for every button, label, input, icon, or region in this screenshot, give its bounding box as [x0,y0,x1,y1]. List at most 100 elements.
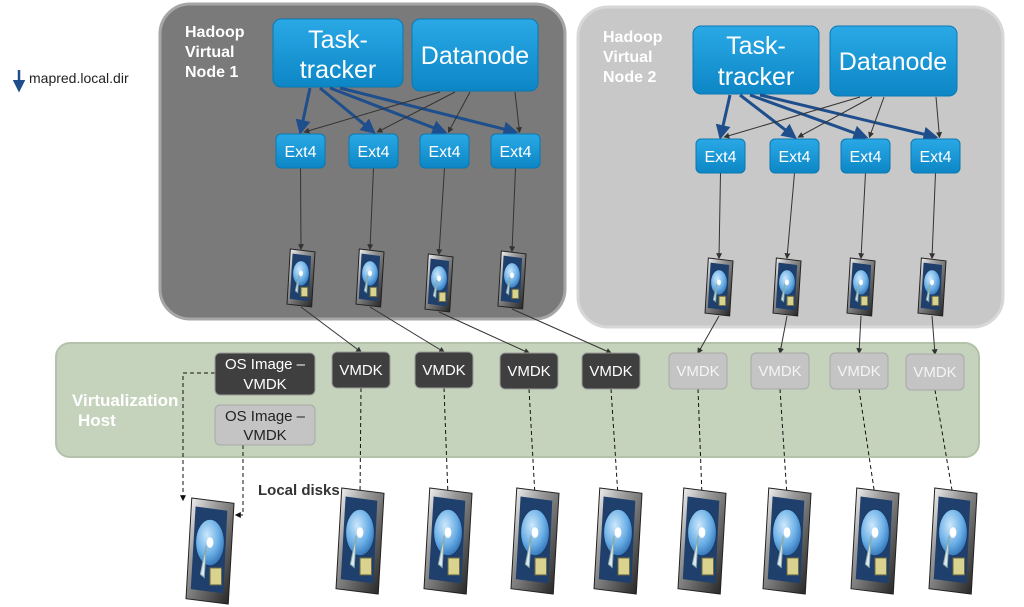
node2-ext4-4: Ext4 [910,138,961,174]
node1-tasktracker-arrow [339,86,519,137]
connector-lines [180,86,956,518]
ext-to-vdisk-line [716,172,723,260]
local-disk-icon [335,487,385,595]
vmdk-light-3: VMDK [829,352,889,390]
local-disk-icon [593,487,643,595]
vdisk-to-vmdk-line [931,315,938,356]
vmdk-light-2: VMDK [750,352,810,390]
vmdk-label: VMDK [758,363,801,380]
node2-tasktracker-line1: Task- [726,32,786,60]
node2-ext4-1: Ext4 [695,138,746,174]
ext4-box [348,133,399,169]
host-title-line2: Host [78,411,116,430]
local-disk-icon [928,487,978,595]
node2-datanode-arrow [935,96,943,139]
node2-title-line1: Hadoop [603,29,663,46]
node1-tasktracker-arrow [295,87,312,135]
vmdk-to-local-disk-dashed-arrow [610,388,621,498]
ext4-label: Ext4 [704,149,736,166]
ext4-box [840,138,891,174]
ext4-box [419,133,470,169]
node1-title-line1: Hadoop [185,24,245,41]
ext4-box [275,133,326,169]
vmdk-box [499,352,559,390]
ext4-label: Ext4 [778,149,810,166]
local-disk-icon [510,487,560,595]
node2-datanode-arrow [723,96,861,139]
ext4-label: Ext4 [919,149,951,166]
vmdk-dark-4: VMDK [581,352,641,390]
os-image-dark-line1: OS Image – [225,356,306,373]
node1-ext4-4: Ext4 [490,133,541,169]
vmdk-box [750,352,810,390]
vmdk-label: VMDK [837,363,880,380]
ext4-label: Ext4 [428,144,460,161]
node1-virtual-disk-icon [497,250,527,310]
vdisk-to-vmdk-line [511,308,613,354]
node2-datanode-arrow [868,96,885,139]
node1-ext4-3: Ext4 [419,133,470,169]
node2-tasktracker-arrow [715,94,732,140]
local-disk-icon [185,497,235,605]
node1-datanode-arrow [303,91,441,134]
vmdk-to-local-disk-dashed-arrow [697,388,705,498]
node1-virtual-disk-icon [424,253,454,313]
node2-tasktracker-line2: tracker [718,63,794,91]
ext-to-vdisk-line [367,167,374,251]
node2-datanode-label: Datanode [839,48,947,76]
node2-datanode-box [829,25,958,97]
hadoop-virtual-node-1: Hadoop Virtual Node 1 Task- tracker Data… [158,2,567,321]
vdisk-to-vmdk-line [369,306,446,353]
os-image-to-disk-dashed-arrow [180,372,215,502]
ext-to-vdisk-line [858,172,866,260]
node1-tasktracker-line2: tracker [300,56,376,84]
local-disk-icon [677,487,727,595]
node2-title-line3: Node 2 [603,69,656,86]
node2-ext4-2: Ext4 [769,138,820,174]
node1-tasktracker-arrow [319,86,376,134]
os-image-light-line2: VMDK [243,427,286,444]
ext4-label: Ext4 [357,144,389,161]
vmdk-box [668,352,728,390]
ext4-label: Ext4 [499,144,531,161]
node2-title-line2: Virtual [603,49,653,66]
ext-to-vdisk-line [929,172,936,260]
node1-ext4-1: Ext4 [275,133,326,169]
virtual-disks [286,248,947,317]
vmdk-box [331,351,391,389]
local-disk-icon [423,487,473,595]
node1-title-line2: Virtual [185,44,235,61]
ext-to-vdisk-line [297,167,304,251]
node2-tasktracker-arrow [749,93,869,140]
os-image-light-box [214,404,316,446]
vmdk-to-local-disk-dashed-arrow [528,388,538,498]
local-disk-icon [850,487,900,595]
host-title-line1: Virtualization [72,391,178,410]
vmdk-label: VMDK [422,362,465,379]
os-image-to-disk-dashed-arrow [234,445,244,518]
vmdk-to-local-disk-dashed-arrow [934,389,956,498]
node1-ext4-2: Ext4 [348,133,399,169]
vmdk-label: VMDK [589,363,632,380]
os-image-light-line1: OS Image – [225,408,306,425]
ext4-box [769,138,820,174]
vmdk-label: VMDK [913,364,956,381]
ext-to-vdisk-line [509,167,516,253]
local-disk-icon [762,487,812,595]
vmdk-dark-1: VMDK [331,351,391,389]
os-image-vmdk-light: OS Image – VMDK [214,404,316,446]
node2-virtual-disk-icon [772,257,802,317]
node1-datanode-arrow [447,91,471,134]
vmdk-boxes: VMDK VMDK VMDK VMDK VMDK VMDK VMDK VMDK [331,351,965,391]
vdisk-to-vmdk-line [300,306,362,353]
vmdk-light-1: VMDK [668,352,728,390]
node2-ext4-3: Ext4 [840,138,891,174]
node1-datanode-label: Datanode [421,42,529,70]
ext4-box [490,133,541,169]
vmdk-box [829,352,889,390]
vmdk-dark-2: VMDK [414,351,474,389]
ext4-label: Ext4 [849,149,881,166]
vmdk-dark-3: VMDK [499,352,559,390]
node2-tasktracker-arrow [759,93,939,142]
